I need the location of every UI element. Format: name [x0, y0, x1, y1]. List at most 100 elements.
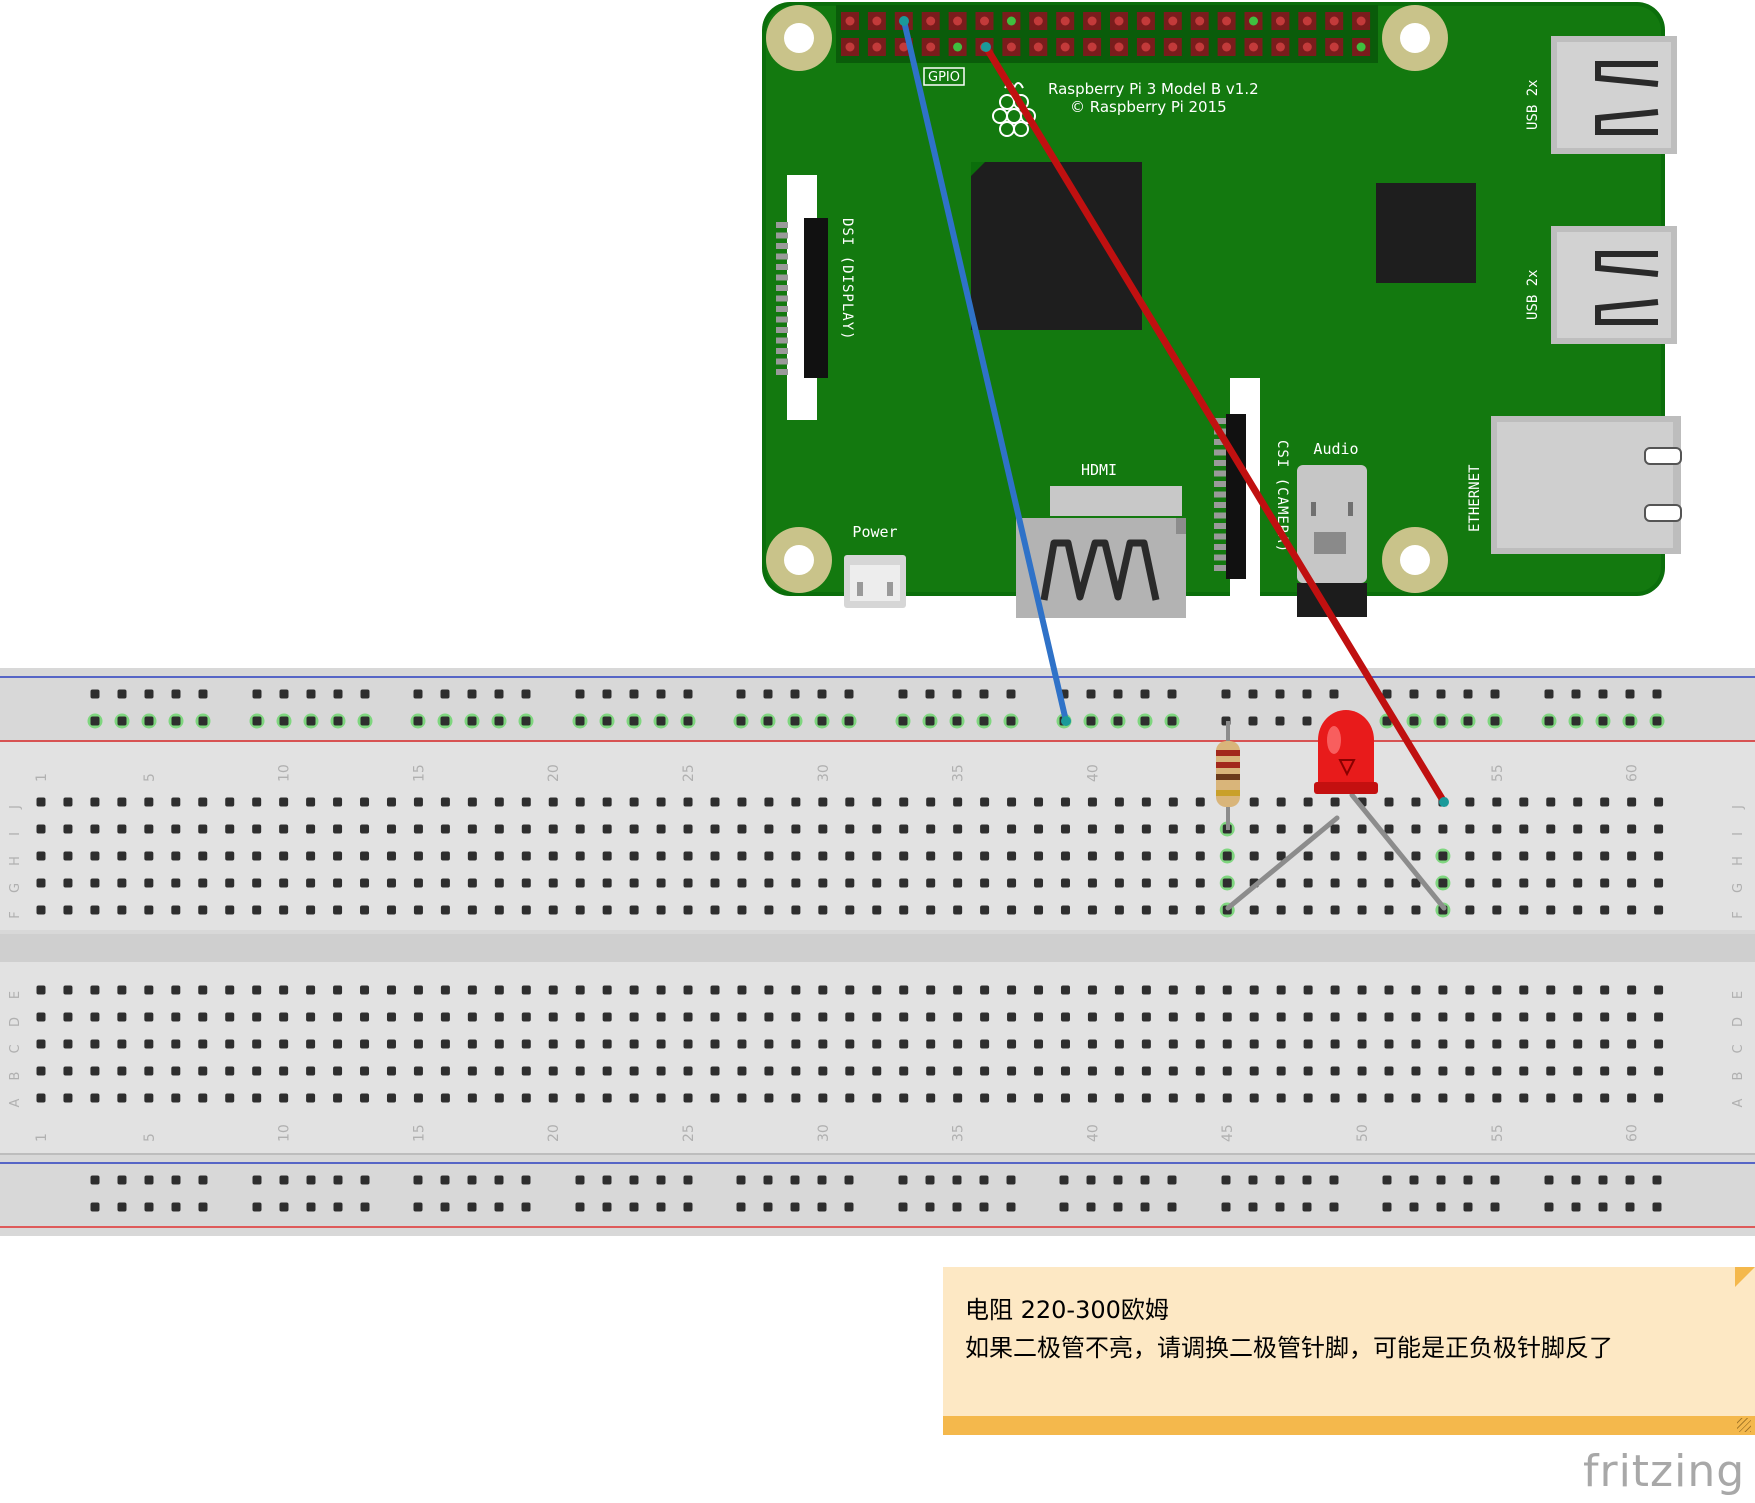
- breadboard-hole: [467, 824, 477, 834]
- breadboard-hole: [413, 1012, 423, 1022]
- breadboard-hole: [979, 1175, 989, 1185]
- breadboard-hole: [1357, 824, 1367, 834]
- breadboard-hole: [872, 824, 882, 834]
- breadboard-hole: [90, 1012, 100, 1022]
- dsi-pin: [776, 243, 788, 249]
- gpio-pin-dot: [1087, 16, 1097, 26]
- note-resize-grip-icon[interactable]: [1737, 1418, 1751, 1432]
- breadboard-hole: [1571, 716, 1581, 726]
- breadboard-hole: [144, 851, 154, 861]
- gpio-pin-dot: [1222, 42, 1232, 52]
- breadboard-hole: [306, 905, 316, 915]
- breadboard-hole: [1087, 905, 1097, 915]
- breadboard-hole: [1087, 824, 1097, 834]
- csi-pin: [1214, 418, 1226, 424]
- gpio-pin-dot: [1168, 16, 1178, 26]
- breadboard-hole: [1222, 851, 1232, 861]
- lan-chip: [1376, 183, 1476, 283]
- breadboard-hole: [737, 851, 747, 861]
- breadboard-hole: [1167, 689, 1177, 699]
- breadboard-hole: [1519, 797, 1529, 807]
- breadboard-hole: [333, 905, 343, 915]
- breadboard-hole: [629, 797, 639, 807]
- breadboard-hole: [1302, 689, 1312, 699]
- breadboard-hole: [1627, 1093, 1637, 1103]
- breadboard-hole: [521, 905, 531, 915]
- breadboard-hole: [1034, 1039, 1044, 1049]
- red-led: [1314, 710, 1378, 794]
- breadboard-hole: [1492, 1012, 1502, 1022]
- breadboard-hole: [521, 985, 531, 995]
- breadboard-hole: [440, 689, 450, 699]
- breadboard-hole: [144, 824, 154, 834]
- breadboard-hole: [872, 1039, 882, 1049]
- breadboard-hole: [1382, 689, 1392, 699]
- hdmi-label: HDMI: [1081, 461, 1117, 479]
- breadboard-hole: [1195, 905, 1205, 915]
- breadboard-hole: [36, 1012, 46, 1022]
- breadboard-hole: [1438, 1066, 1448, 1076]
- breadboard-hole: [306, 1093, 316, 1103]
- breadboard-hole: [1114, 1093, 1124, 1103]
- sticky-note[interactable]: 电阻 220-300欧姆 如果二极管不亮，请调换二极管针脚，可能是正负极针脚反了: [943, 1267, 1755, 1435]
- breadboard-hole: [1275, 716, 1285, 726]
- breadboard-hole: [413, 878, 423, 888]
- breadboard-hole: [1141, 851, 1151, 861]
- breadboard-hole: [1652, 1202, 1662, 1212]
- breadboard-hole: [656, 1066, 666, 1076]
- breadboard-hole: [1195, 824, 1205, 834]
- breadboard-hole: [1544, 716, 1554, 726]
- column-number-bottom: 10: [277, 1124, 293, 1142]
- breadboard-hole: [1114, 878, 1124, 888]
- breadboard-hole: [1409, 689, 1419, 699]
- breadboard-hole: [144, 905, 154, 915]
- breadboard-hole: [818, 797, 828, 807]
- breadboard-hole: [171, 1093, 181, 1103]
- breadboard-hole: [602, 1202, 612, 1212]
- breadboard-hole: [1490, 1202, 1500, 1212]
- breadboard-hole: [467, 878, 477, 888]
- gpio-pin-dot: [1222, 16, 1232, 26]
- breadboard-hole: [926, 1012, 936, 1022]
- breadboard-hole: [1600, 1039, 1610, 1049]
- breadboard-hole: [1546, 1012, 1556, 1022]
- breadboard-hole: [736, 1175, 746, 1185]
- breadboard-hole: [1276, 1066, 1286, 1076]
- gpio-label: GPIO: [928, 70, 960, 85]
- ethernet-port: ETHERNET: [1467, 416, 1682, 554]
- breadboard-hole: [36, 851, 46, 861]
- breadboard-hole: [980, 1012, 990, 1022]
- column-number-top: 10: [277, 764, 293, 782]
- breadboard-hole: [1654, 905, 1664, 915]
- breadboard-hole: [63, 1066, 73, 1076]
- soc-chip: [971, 162, 1142, 330]
- breadboard-hole: [629, 1202, 639, 1212]
- breadboard-hole: [1384, 1039, 1394, 1049]
- row-letter-left: D: [8, 1017, 23, 1027]
- breadboard-hole: [1141, 797, 1151, 807]
- breadboard-hole: [791, 1066, 801, 1076]
- breadboard-hole: [1330, 985, 1340, 995]
- breadboard-hole: [144, 689, 154, 699]
- breadboard-hole: [926, 824, 936, 834]
- dsi-pin: [776, 369, 788, 375]
- breadboard-hole: [252, 1175, 262, 1185]
- breadboard-hole: [1330, 905, 1340, 915]
- breadboard-hole: [1546, 1093, 1556, 1103]
- breadboard-hole: [1330, 1039, 1340, 1049]
- breadboard-hole: [1519, 1012, 1529, 1022]
- resistor: [1216, 721, 1240, 830]
- breadboard-hole: [1141, 1093, 1151, 1103]
- breadboard-hole: [1114, 1066, 1124, 1076]
- breadboard-hole: [710, 851, 720, 861]
- breadboard-hole: [1006, 716, 1016, 726]
- breadboard-hole: [548, 1012, 558, 1022]
- breadboard-hole: [1248, 1175, 1258, 1185]
- breadboard-hole: [953, 851, 963, 861]
- breadboard-hole: [90, 1039, 100, 1049]
- breadboard-hole: [360, 1039, 370, 1049]
- breadboard-hole: [198, 1093, 208, 1103]
- breadboard-hole: [306, 985, 316, 995]
- dsi-pin: [776, 253, 788, 260]
- breadboard-hole: [845, 878, 855, 888]
